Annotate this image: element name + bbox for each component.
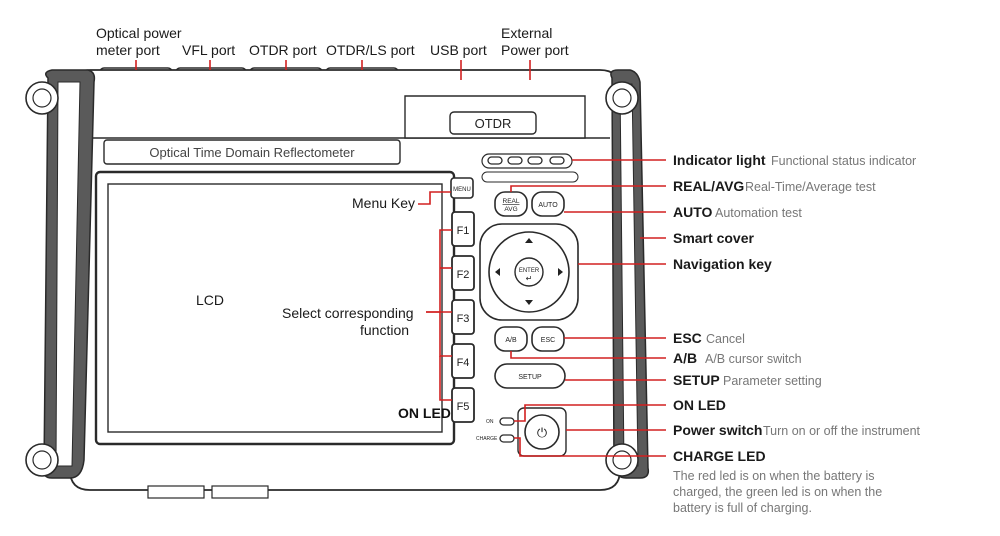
- right-arrow-icon: [558, 268, 563, 276]
- f2-key[interactable]: [451, 255, 475, 291]
- callout-desc-0: Functional status indicator: [771, 154, 916, 168]
- power-switch[interactable]: [524, 414, 560, 450]
- callout-name-1: REAL/AVG: [673, 178, 744, 194]
- menu-key[interactable]: [450, 177, 474, 199]
- real-avg-line2: AVG: [504, 206, 517, 213]
- down-arrow-icon: [525, 300, 533, 305]
- on-led: [499, 417, 515, 426]
- callout-name-7: SETUP: [673, 372, 720, 388]
- callout-list: Indicator light Functional status indicat…: [673, 152, 921, 464]
- menu-key-label: MENU: [453, 187, 471, 193]
- callout-name-5: ESC: [673, 330, 702, 346]
- f1-key[interactable]: [451, 211, 475, 247]
- enter-line2: ↵: [526, 274, 533, 283]
- f5-key[interactable]: [451, 387, 475, 423]
- callout-name-10: CHARGE LED: [673, 448, 766, 464]
- up-arrow-icon: [525, 238, 533, 243]
- banner-text: Optical Time Domain Reflectometer: [149, 145, 355, 160]
- external-power-label-2: Power port: [501, 42, 569, 58]
- brand-label: OTDR: [475, 116, 512, 131]
- callout-desc-6: A/B cursor switch: [705, 352, 802, 366]
- select-function-callout-2: function: [360, 322, 409, 338]
- f3-key[interactable]: [451, 299, 475, 335]
- on-led-inline-label: ON LED: [398, 405, 451, 421]
- f3-key-label: F3: [457, 313, 470, 325]
- select-function-callout-1: Select corresponding: [282, 305, 414, 321]
- otdr-port-label: OTDR port: [249, 42, 317, 58]
- setup-key-label: SETUP: [518, 374, 542, 381]
- callout-desc-1: Real-Time/Average test: [745, 180, 876, 194]
- callout-name-4: Navigation key: [673, 256, 772, 272]
- indicator-lights: [481, 153, 579, 183]
- ab-key-label: A/B: [505, 337, 517, 344]
- power-icon: ⏻: [537, 425, 547, 440]
- right-leader-lines: [510, 159, 666, 457]
- setup-key[interactable]: [494, 363, 566, 389]
- lcd-screen: [107, 183, 443, 433]
- external-power-label-1: External: [501, 25, 552, 41]
- menu-key-callout: Menu Key: [352, 195, 415, 211]
- callout-desc-7: Parameter setting: [723, 374, 822, 388]
- charge-note: The red led is on when the battery is ch…: [673, 469, 882, 515]
- otdr-ls-port-label: OTDR/LS port: [326, 42, 415, 58]
- callout-name-2: AUTO: [673, 204, 713, 220]
- f1-key-label: F1: [457, 225, 470, 237]
- f5-key-label: F5: [457, 401, 470, 413]
- inline-leader-lines: [418, 191, 452, 401]
- left-arrow-icon: [495, 268, 500, 276]
- enter-key: [514, 257, 544, 287]
- navigation-key[interactable]: ENTER ↵: [479, 223, 579, 321]
- callout-desc-9: Turn on or off the instrument: [763, 424, 921, 438]
- optical-power-label-1: Optical power: [96, 25, 182, 41]
- callout-name-6: A/B: [673, 350, 697, 366]
- charge-note-line-1: The red led is on when the battery is: [673, 469, 875, 483]
- auto-key[interactable]: [531, 191, 565, 217]
- callout-name-3: Smart cover: [673, 230, 754, 246]
- charge-small-label: CHARGE: [476, 436, 498, 442]
- optical-power-label-2: meter port: [96, 42, 160, 58]
- charge-note-line-3: battery is full of charging.: [673, 501, 812, 515]
- lcd-label: LCD: [196, 292, 224, 308]
- callout-name-9: Power switch: [673, 422, 762, 438]
- on-small-label: ON: [486, 419, 494, 425]
- top-leader-lines: [135, 60, 531, 80]
- callout-desc-5: Cancel: [706, 332, 745, 346]
- esc-key-label: ESC: [541, 337, 555, 344]
- charge-note-line-2: charged, the green led is on when the: [673, 485, 882, 499]
- esc-key[interactable]: [531, 326, 565, 352]
- f4-key[interactable]: [451, 343, 475, 379]
- charge-led: [499, 434, 515, 443]
- callout-desc-2: Automation test: [715, 206, 802, 220]
- top-labels: Optical power meter port VFL port OTDR p…: [96, 25, 569, 58]
- auto-key-label: AUTO: [538, 202, 558, 209]
- banner: [103, 139, 401, 165]
- callout-name-0: Indicator light: [673, 152, 766, 168]
- usb-port-label: USB port: [430, 42, 487, 58]
- f2-key-label: F2: [457, 269, 470, 281]
- vfl-port-label: VFL port: [182, 42, 235, 58]
- callout-name-8: ON LED: [673, 397, 726, 413]
- f4-key-label: F4: [457, 357, 470, 369]
- real-avg-line1: REAL: [503, 198, 520, 205]
- enter-line1: ENTER: [519, 268, 540, 274]
- brand-tag: [449, 111, 537, 135]
